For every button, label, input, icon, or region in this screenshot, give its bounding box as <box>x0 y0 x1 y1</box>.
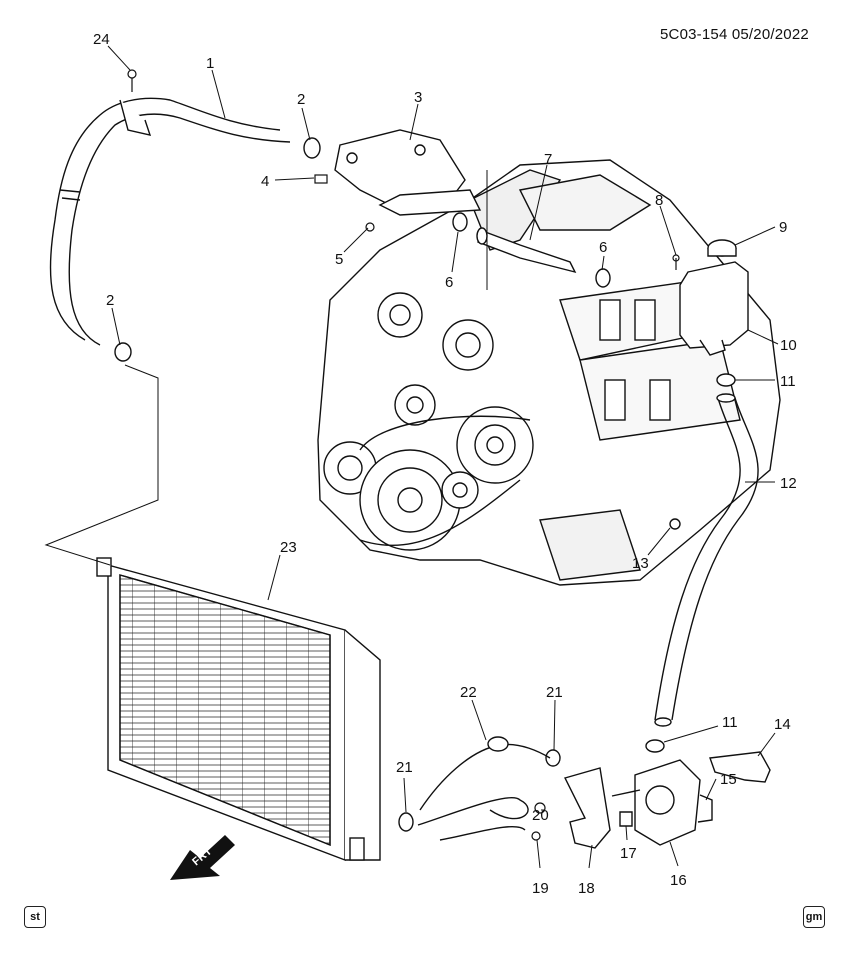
leader-lines <box>107 45 779 869</box>
callout-6: 6 <box>445 274 453 291</box>
connection-line <box>44 170 488 566</box>
gm-logo-badge: gm <box>803 906 825 928</box>
callout-5: 5 <box>335 251 343 268</box>
callout-17: 17 <box>620 845 637 862</box>
callout-11: 11 <box>780 373 796 390</box>
document-code: 5C03-154 05/20/2022 <box>660 26 809 43</box>
callout-11: 11 <box>722 714 738 731</box>
bolt <box>127 69 680 841</box>
callout-20: 20 <box>532 807 549 824</box>
callout-21: 21 <box>396 759 413 776</box>
callout-16: 16 <box>670 872 687 889</box>
thermostat-housing <box>334 129 482 216</box>
callout-14: 14 <box>774 716 791 733</box>
callout-9: 9 <box>779 219 787 236</box>
heater-hose <box>654 393 759 727</box>
callout-2: 2 <box>106 292 114 309</box>
pump-bracket <box>563 751 771 849</box>
callout-22: 22 <box>460 684 477 701</box>
callout-3: 3 <box>414 89 422 106</box>
auxiliary-water-pump <box>611 759 713 846</box>
callout-24: 24 <box>93 31 110 48</box>
callout-23: 23 <box>280 539 297 556</box>
callout-12: 12 <box>780 475 797 492</box>
callout-21: 21 <box>546 684 563 701</box>
radiator-outlet-hose <box>417 736 551 841</box>
st-badge: st <box>24 906 46 928</box>
callout-4: 4 <box>261 173 269 190</box>
callout-18: 18 <box>578 880 595 897</box>
callout-8: 8 <box>655 192 663 209</box>
hose-clamp <box>114 137 736 832</box>
surge-tank <box>679 239 749 356</box>
engine-assembly <box>317 159 781 586</box>
front-direction-arrow-icon: FRT <box>170 835 235 880</box>
callout-2: 2 <box>297 91 305 108</box>
radiator <box>96 557 381 862</box>
upper-radiator-hose <box>49 97 291 346</box>
callout-6: 6 <box>599 239 607 256</box>
callout-10: 10 <box>780 337 797 354</box>
callout-7: 7 <box>544 151 552 168</box>
callout-labels: 24 1 2 3 4 7 8 9 5 6 6 2 10 11 12 13 23 … <box>93 31 797 897</box>
callout-19: 19 <box>532 880 549 897</box>
callout-15: 15 <box>720 771 737 788</box>
callout-1: 1 <box>206 55 214 72</box>
coolant-outlet-pipe <box>476 227 577 274</box>
callout-13: 13 <box>632 555 649 572</box>
